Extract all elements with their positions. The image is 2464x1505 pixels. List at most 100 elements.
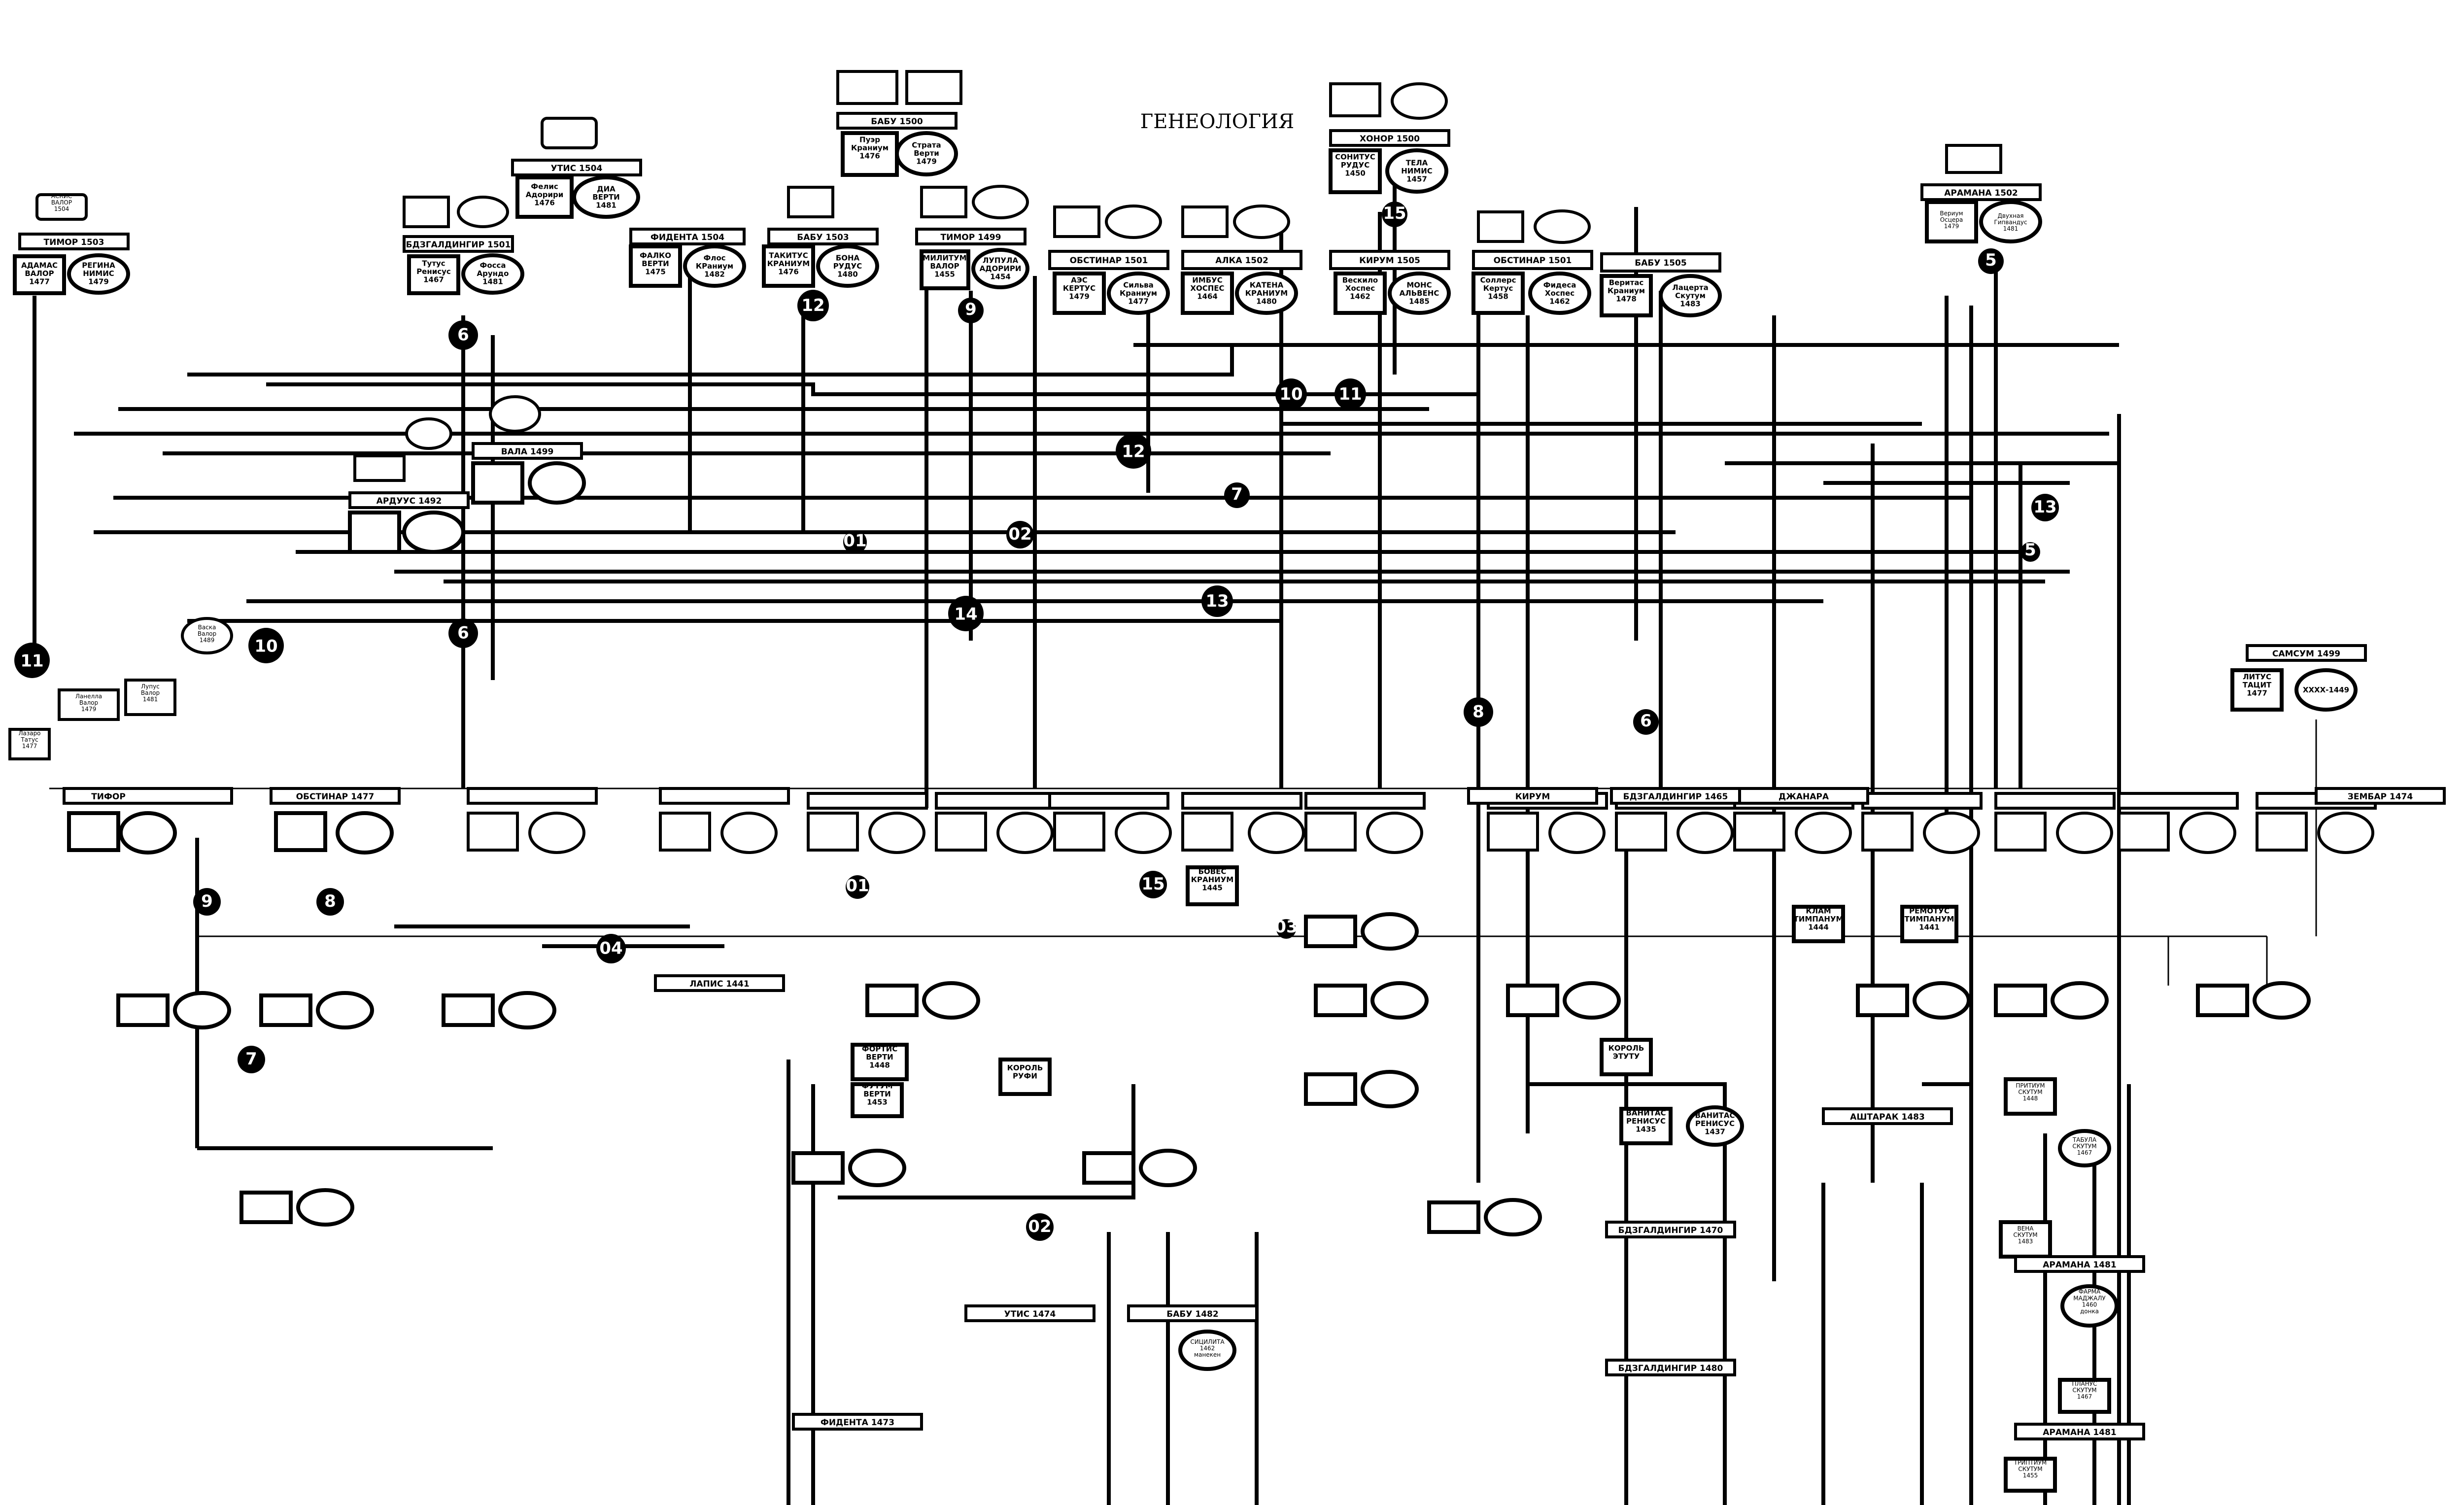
marker-number: 6 [457,325,469,345]
parent-oval [35,193,88,221]
svg-text:БАБУ 1482: БАБУ 1482 [1166,1309,1218,1319]
svg-text:УТИС 1474: УТИС 1474 [1004,1309,1056,1319]
marker-number: 11 [1338,384,1362,404]
house-label: БАБУ 1503 [797,233,849,242]
house-label: ХОНОР 1500 [1360,134,1420,144]
marker-number: 02 [1028,1217,1051,1236]
marker-circle [1026,1213,1054,1241]
marker-circle [448,618,478,648]
marker-number: 7 [1231,484,1243,504]
marker-circle [958,298,984,323]
house-label: ОБСТИНАР 1477 [296,792,375,802]
house-label: ОБСТИНАР 1501 [1070,256,1148,266]
house-label: УТИС 1504 [551,164,603,173]
marker-number: 8 [324,891,336,911]
thin-connector-lines [49,719,2317,986]
marker-circle [1464,697,1493,727]
svg-text:БДЗГАЛДИНГИР 1465: БДЗГАЛДИНГИР 1465 [1623,792,1728,802]
marker-number: 04 [599,939,622,958]
house-label: САМСУМ 1499 [2272,649,2340,659]
marker-number: 9 [201,891,213,911]
marker-number: 8 [1472,702,1484,722]
person-box [13,254,66,295]
marker-circle [1978,248,2004,274]
svg-text:КИРУМ: КИРУМ [1515,792,1550,802]
marker-number: 12 [801,296,824,315]
svg-text:БДЗГАЛДИНГИР 1480: БДЗГАЛДИНГИР 1480 [1618,1364,1723,1373]
marker-circle [2020,542,2040,562]
svg-text:БДЗГАЛДИНГИР 1470: БДЗГАЛДИНГИР 1470 [1618,1226,1723,1235]
marker-circle [1633,709,1659,735]
house-label: БАБУ 1500 [871,117,923,127]
house-label: АЛКА 1502 [1215,256,1268,266]
marker-number: 13 [1205,591,1229,611]
marker-circle [1201,585,1233,617]
marker-circle [1224,482,1250,508]
marker-circle [846,875,869,899]
marker-number: 5 [1985,250,1997,270]
empty-pairs [116,912,2311,1236]
marker-number: 01 [843,531,866,550]
house-bar [18,233,130,250]
svg-text:АРАМАНА 1481: АРАМАНА 1481 [2043,1428,2116,1437]
house-label: ТИФОР [91,792,126,802]
house-label: ТИМОР 1499 [941,233,1001,242]
marker-circle [1139,871,1167,898]
marker-circle [843,530,867,554]
svg-text:ЗЕМБАР 1474: ЗЕМБАР 1474 [2348,792,2413,802]
house-label: ОБСТИНАР 1501 [1494,256,1572,266]
svg-text:АРАМАНА 1481: АРАМАНА 1481 [2043,1260,2116,1270]
house-vala-1499: ВАЛА 1499 [471,395,586,505]
person-xxxx: ХХХХ-1449 [2303,685,2349,694]
house-label: БАБУ 1505 [1635,258,1686,268]
lower-houses: УТИС 1474 БАБУ 1482 ФИДЕНТА 1473 АРАМАНА… [654,787,2446,1440]
house-label: ВАЛА 1499 [501,447,554,457]
house-label: КИРУМ 1505 [1359,256,1420,266]
house-obstinar-1477: ОБСТИНАР 1477 [270,787,401,855]
marker-circle [797,290,829,321]
house-label: АРАМАНА 1502 [1944,188,2018,198]
marker-circle [14,643,50,678]
marker-number: 11 [20,651,43,671]
marker-circle [1006,521,1034,548]
house-arduus-1492: АРДУУС 1492 [348,417,470,554]
